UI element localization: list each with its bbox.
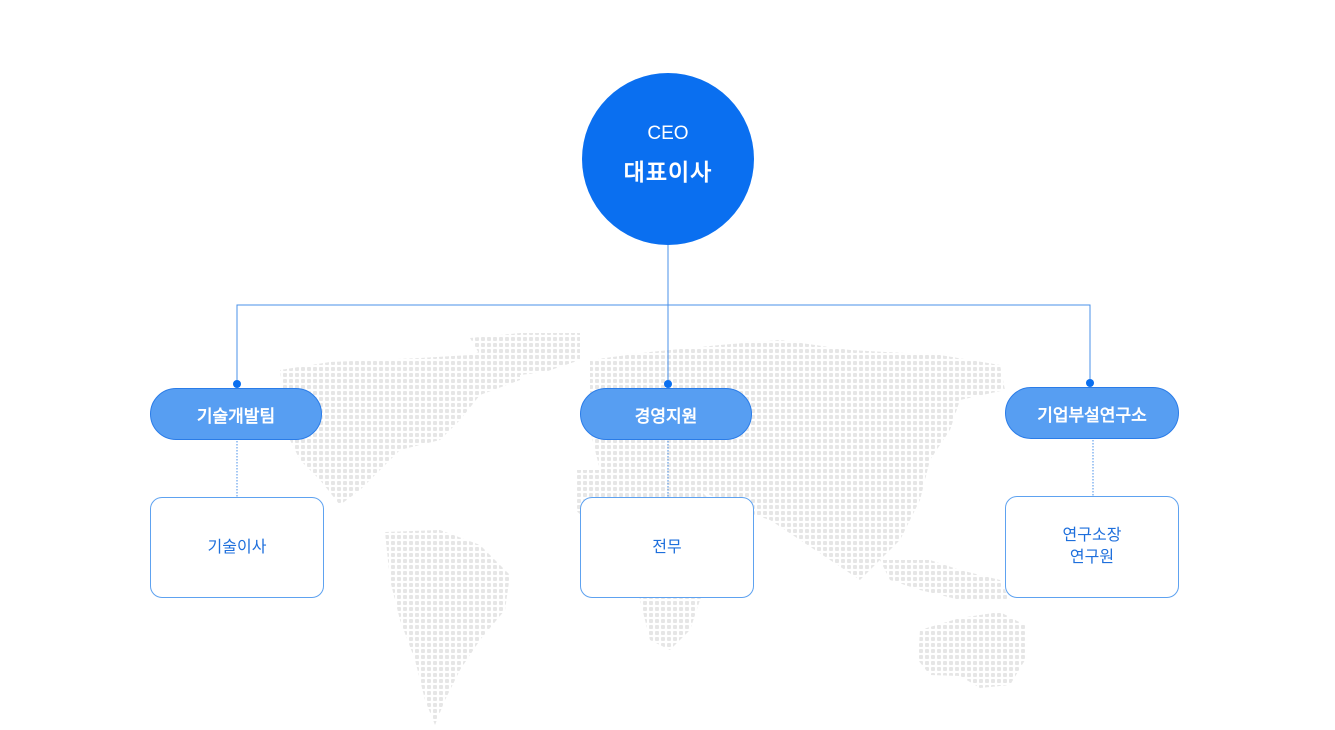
dept-management-support: 경영지원 [580,388,752,440]
ceo-node: CEO 대표이사 [582,73,754,245]
role-box-management: 전무 [580,497,754,598]
role-box-research: 연구소장 연구원 [1005,496,1179,598]
dept-label: 기업부설연구소 [1037,405,1147,425]
ceo-title-ko: 대표이사 [623,159,713,185]
dept-tech-development: 기술개발팀 [150,388,322,440]
role-label: 연구소장 [1062,527,1122,544]
dept-label: 기술개발팀 [196,406,276,426]
dept-label: 경영지원 [634,406,698,426]
role-label: 전무 [652,538,682,556]
role-box-tech: 기술이사 [150,497,324,598]
ceo-title-en: CEO [647,123,689,144]
dept-research-lab: 기업부설연구소 [1005,387,1179,439]
role-label: 기술이사 [207,538,267,556]
role-label: 연구원 [1069,549,1115,566]
